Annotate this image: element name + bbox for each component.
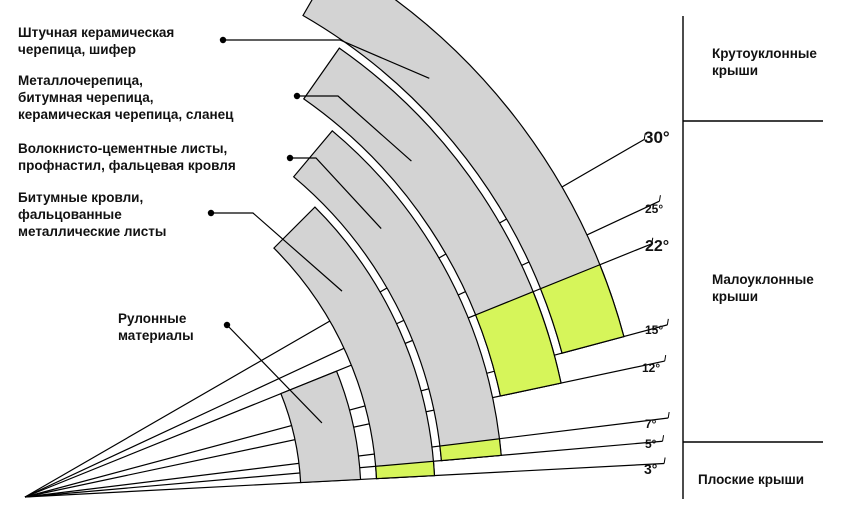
angle-label-22: 22° [645,238,670,255]
angle-ray-tick-7 [667,411,670,419]
angle-ray-tick-5 [662,435,665,442]
band-fiber_cement [292,129,502,462]
angle-ray-tick-12 [664,354,667,362]
material-bands [273,0,625,484]
leader-line-fiber_cement [290,157,382,229]
angle-ray-tick-22 [651,237,654,244]
label-piece-ceramic: Штучная керамическая черепица, шифер [18,25,175,57]
angle-label-3: 3° [644,461,658,477]
low-slope-block-bitumen_roofs [375,460,436,480]
angle-ray-tick-3 [663,457,666,464]
angle-ray-tick-30 [643,133,646,140]
leader-line-roll_materials [226,324,323,424]
leader-lines [207,36,430,424]
low-slope-block-metal_tile [474,290,562,397]
low-slope-block-fiber_cement [439,438,502,462]
angle-label-15: 15° [645,323,664,337]
label-bitumen-roofs: Битумные кровли, фальцованные металличес… [18,190,167,239]
angle-ray-tick-15 [666,318,669,325]
leader-line-piece_ceramic [223,39,430,79]
label-metal-tile: Металлочерепица, битумная черепица, кера… [18,73,234,122]
angle-label-5: 5° [645,437,657,451]
label-roll-materials: Рулонные материалы [118,311,194,343]
leader-line-bitumen_roofs [211,212,343,292]
zone-flat-label: Плоские крыши [698,472,805,487]
band-piece_ceramic [302,0,625,354]
angle-ray-tick-25 [658,195,661,202]
zone-steep-label: Крутоуклонные крыши [712,46,817,78]
angle-label-25: 25° [645,202,664,216]
zone-low-slope-label: Малоуклонные крыши [712,272,814,304]
zone-divider-lines [682,16,823,499]
leader-line-metal_tile [297,95,412,162]
low-slope-block-piece_ceramic [539,263,625,354]
angle-label-30: 30° [644,128,670,147]
band-bitumen_roofs [273,206,436,480]
angle-label-12: 12° [642,361,661,375]
label-fiber-cement: Волокнисто-цементные листы, профнастил, … [18,141,236,173]
angle-label-7: 7° [645,417,657,431]
band-roll_materials [280,370,362,484]
